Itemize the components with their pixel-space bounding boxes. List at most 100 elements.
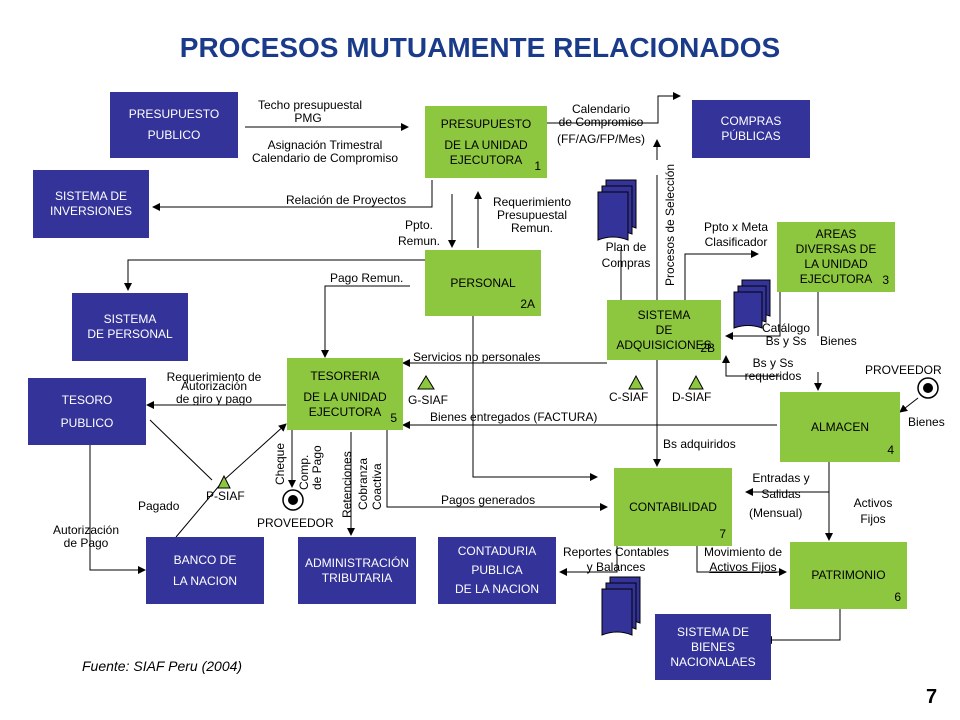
catalogo-doc-stack — [733, 279, 771, 329]
source-note: Fuente: SIAF Peru (2004) — [82, 658, 243, 674]
label-line: Ppto x Meta — [703, 220, 769, 234]
box-label: PÚBLICAS — [721, 129, 781, 143]
box-label: EJECUTORA — [308, 404, 382, 419]
label-ff-ag: (FF/AG/FP/Mes) — [557, 132, 645, 146]
box-label: INVERSIONES — [49, 204, 133, 218]
box-banco-nacion: BANCO DE LA NACION — [146, 537, 264, 604]
plan-compras-doc-stack — [597, 179, 637, 241]
label-proveedor-banco: PROVEEDOR — [257, 516, 334, 530]
label-entradas-salidas: Entradas y Salidas — [746, 472, 816, 501]
label-line: Remun. — [397, 234, 441, 248]
box-number: 6 — [894, 590, 901, 604]
p-siaf-triangle — [217, 474, 231, 489]
label-ppto-meta: Ppto x Meta Clasificador — [696, 221, 776, 249]
box-label: BIENES — [690, 639, 735, 654]
box-label: LA UNIDAD — [804, 257, 868, 271]
label-autorizacion-pago: Autorización de Pago — [46, 524, 126, 550]
box-number: 5 — [390, 411, 397, 425]
box-label: SISTEMA DE — [54, 189, 128, 203]
label-procesos-seleccion: Procesos de Selección — [663, 163, 677, 286]
box-label: NACIONALAES — [670, 654, 756, 669]
label-line: Bs y Ss — [765, 334, 807, 348]
label-line: Ppto. — [404, 218, 434, 232]
box-number: 3 — [882, 273, 889, 287]
box-sistema-personal: SISTEMA DE PERSONAL — [72, 293, 188, 361]
box-label: DE LA UNIDAD — [303, 389, 387, 404]
box-label: SISTEMA — [637, 307, 691, 322]
label-line: Reportes Contables — [562, 545, 670, 559]
box-label: CONTADURIA — [457, 544, 537, 558]
box-personal: PERSONAL 2A — [425, 250, 541, 316]
g-siaf-triangle — [417, 375, 435, 390]
label-reportes-contables: Reportes Contables y Balances — [556, 546, 676, 574]
box-number: 2B — [700, 341, 715, 355]
label-activos-fijos: Activos Fijos — [848, 497, 898, 526]
label-line: Compras — [601, 256, 651, 270]
box-tesoreria: TESORERIA DE LA UNIDAD EJECUTORA 5 — [287, 358, 403, 430]
box-sistema-bienes-nacionales: SISTEMA DE BIENES NACIONALAES — [655, 614, 771, 680]
box-label: CONTABILIDAD — [629, 499, 717, 514]
reportes-doc-stack — [601, 576, 641, 636]
label-bienes-proveedor: Bienes — [908, 415, 945, 429]
box-label: TESORO — [61, 392, 113, 407]
box-label: PUBLICA — [471, 563, 523, 577]
box-label: AREAS — [815, 227, 857, 241]
box-administracion-tributaria: ADMINISTRACIÓN TRIBUTARIA — [298, 537, 416, 604]
label-bs-adquiridos: Bs adquiridos — [663, 437, 736, 451]
label-movimiento-activos: Movimiento de Activos Fijos — [698, 546, 788, 574]
label-pagado: Pagado — [138, 499, 180, 513]
box-tesoro-publico: TESORO PUBLICO — [28, 378, 146, 445]
label-relacion-proyectos: Relación de Proyectos — [286, 193, 407, 207]
label-line: Activos Fijos — [709, 560, 777, 574]
box-label: PUBLICO — [147, 128, 201, 142]
label-requerimiento-presupuestal: Requerimiento Presupuestal Remun. — [486, 196, 578, 235]
box-label: DE — [655, 322, 673, 337]
label-cobranza: Cobranza — [356, 457, 370, 510]
box-number: 4 — [887, 443, 894, 457]
label-coactiva: Coactiva — [370, 463, 384, 510]
box-label: PRESUPUESTO — [128, 107, 220, 121]
box-compras-publicas: COMPRAS PÚBLICAS — [692, 100, 810, 158]
label-line: Salidas — [761, 487, 801, 501]
label-line: requeridos — [744, 369, 802, 383]
box-patrimonio: PATRIMONIO 6 — [790, 542, 907, 609]
box-label: LA NACION — [172, 573, 238, 588]
box-contabilidad: CONTABILIDAD 7 — [614, 468, 732, 546]
label-asignacion: Asignación Trimestral — [267, 138, 383, 152]
label-pagos-generados: Pagos generados — [441, 493, 536, 507]
label-line: de giro y pago — [175, 392, 253, 406]
box-label: SISTEMA — [103, 312, 157, 326]
c-siaf-triangle — [628, 374, 644, 390]
label-d-siaf: D-SIAF — [672, 390, 712, 404]
label-calendario: Calendario — [571, 102, 631, 116]
label-line: Catálogo — [761, 321, 811, 335]
label-line: Fijos — [860, 512, 886, 526]
label-line: Presupuestal — [496, 208, 568, 222]
label-mensual: (Mensual) — [749, 506, 803, 520]
box-presupuesto-publico: PRESUPUESTO PUBLICO — [110, 92, 238, 158]
label-pago-remun: Pago Remun. — [330, 271, 404, 285]
box-label: TRIBUTARIA — [321, 570, 393, 585]
box-label: BANCO DE — [173, 552, 237, 567]
label-requerimiento-autorizacion: Requerimiento de Autorización de giro y … — [158, 371, 270, 406]
label-c-siaf: C-SIAF — [609, 390, 649, 404]
label-line: Autorización — [180, 379, 248, 393]
box-label: PERSONAL — [450, 275, 516, 290]
label-line: Clasificador — [704, 235, 768, 249]
label-line: Requerimiento — [492, 195, 572, 209]
label-bs-ss-requeridos: Bs y Ss requeridos — [738, 357, 808, 383]
box-label: DE LA NACION — [454, 582, 540, 596]
label-proveedor-almacen: PROVEEDOR — [865, 363, 942, 377]
label-calendario-compromiso: Calendario de Compromiso — [251, 151, 399, 165]
label-pmg: PMG — [294, 111, 322, 125]
box-areas-diversas: AREAS DIVERSAS DE LA UNIDAD EJECUTORA 3 — [777, 222, 895, 292]
label-comp-pago-2: de Pago — [310, 445, 324, 490]
label-line: Remun. — [510, 221, 554, 235]
label-cheque: Cheque — [273, 442, 287, 485]
box-label: PATRIMONIO — [811, 568, 886, 582]
box-label: DE PERSONAL — [87, 327, 173, 341]
label-bienes-areas: Bienes — [820, 334, 857, 348]
label-plan-compras: Plan de Compras — [596, 241, 656, 270]
label-line: y Balances — [586, 560, 646, 574]
